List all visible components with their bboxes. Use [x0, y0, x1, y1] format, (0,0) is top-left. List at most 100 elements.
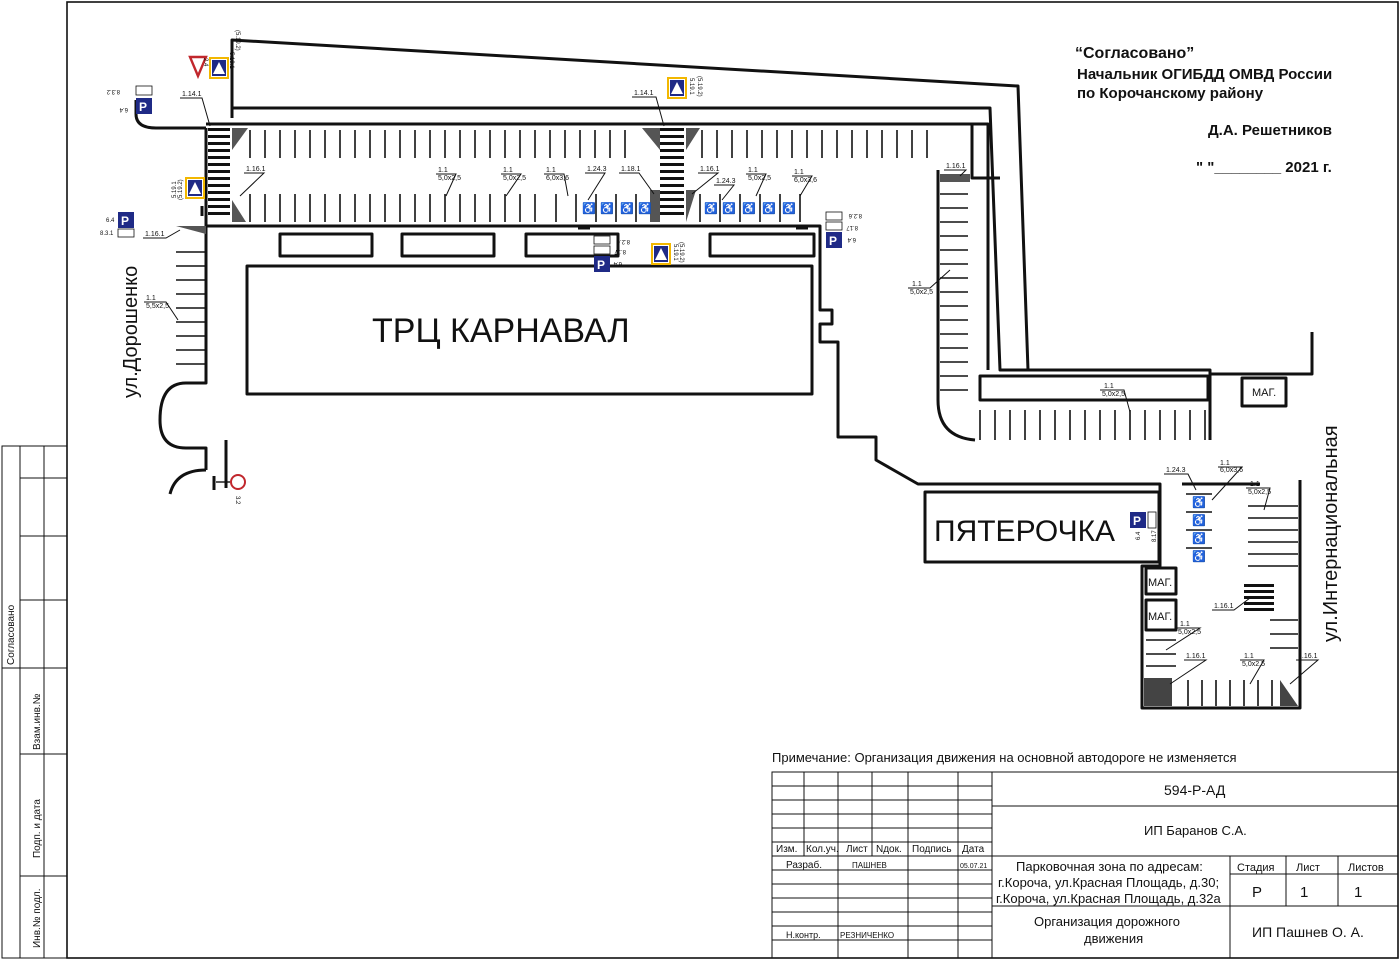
give-way-sign: 2.4: [188, 55, 208, 80]
sign-label: 5.19.1: [172, 181, 178, 198]
wheelchair-icon: ♿: [1192, 514, 1206, 527]
sign-label: 8.3.1: [100, 231, 114, 237]
parking-sign-center: P 8.2.6 8.17 6.4: [593, 235, 630, 272]
sign-label: 8.17: [614, 248, 626, 254]
marking-label: 1.16.1: [246, 166, 266, 173]
marking-label: 1.1: [1244, 653, 1254, 660]
stamp-sign-date: Подп. и дата: [32, 799, 43, 858]
shop-3: МАГ.: [1144, 598, 1178, 632]
parking-letter: P: [121, 214, 129, 228]
approval-signer: Д.А. Решетников: [1208, 122, 1332, 139]
parking-stalls-right-column: [940, 193, 968, 391]
sheet-value: 1: [1300, 884, 1308, 901]
wheelchair-icon: ♿: [704, 202, 718, 215]
marking-label: 1.16.1: [1214, 603, 1234, 610]
sign-label: 8.2.6: [848, 212, 862, 218]
parking-letter: P: [139, 100, 147, 114]
crosswalk-right: [1244, 584, 1274, 611]
sign-label: 6.4: [613, 260, 622, 266]
col-header: Дата: [962, 844, 985, 855]
marking-label: 1.1: [1180, 621, 1190, 628]
customer-name: ИП Баранов С.А.: [1144, 823, 1247, 838]
col-header: Изм.: [776, 844, 797, 855]
marking-annotations: 1.14.1 1.14.1 1.16.1 1.16.1 1.1 5,0x2,5 …: [145, 90, 1318, 668]
store-building: ПЯТЕРОЧКА: [923, 490, 1161, 564]
marking-size: 5,0x2,5: [1248, 489, 1271, 496]
marking-size: 5,0x2,5: [1178, 629, 1201, 636]
pedestrian-crossing-sign: 5.19.1 (5.19.2): [667, 76, 702, 99]
wheelchair-icon: ♿: [1192, 532, 1206, 545]
parking-letter: P: [1133, 514, 1141, 528]
marking-label: 1.14.1: [634, 90, 654, 97]
sign-label: 8.2.6: [616, 238, 630, 244]
sheet-header: Лист: [1296, 862, 1320, 874]
marking-label: 1.1: [1104, 383, 1114, 390]
shop-1-label: МАГ.: [1252, 387, 1276, 399]
sheets-header: Листов: [1348, 862, 1384, 874]
marking-label: 1.1: [748, 167, 758, 174]
sign-label: 8.17: [1152, 530, 1158, 542]
road-outlines: [134, 38, 1314, 710]
marking-label: 1.1: [438, 167, 448, 174]
doc-code: 594-Р-АД: [1164, 782, 1226, 798]
mall-label: ТРЦ КАРНАВАЛ: [372, 312, 630, 350]
doc-title-line-2: движения: [1084, 931, 1143, 946]
parking-letter: P: [597, 258, 605, 272]
no-vehicles-sign: 3.2: [216, 474, 246, 505]
control-role: Н.контр.: [786, 930, 821, 940]
wheelchair-icon: ♿: [782, 202, 796, 215]
doc-title-line-1: Организация дорожного: [1034, 914, 1180, 929]
shop-3-label: МАГ.: [1148, 611, 1172, 623]
sign-label: 5.19.1: [672, 244, 678, 261]
sign-label: (5.19.2): [234, 30, 240, 51]
marking-label: 1.16.1: [700, 166, 720, 173]
pedestrian-crossing-sign: 5.19.1 (5.19.2): [651, 242, 684, 265]
approval-title: “Согласовано”: [1075, 45, 1194, 62]
wheelchair-icon: ♿: [1192, 496, 1206, 509]
parking-sign-right: P 8.2.6 8.17 6.4: [825, 211, 862, 248]
marking-size: 5,0x2,5: [910, 289, 933, 296]
object-line-3: г.Короча, ул.Красная Площадь, д.32а: [996, 891, 1221, 906]
marking-label: 1.1: [503, 167, 513, 174]
stamp-inv-orig: Инв.№ подл.: [32, 888, 43, 948]
wheelchair-icon: ♿: [582, 202, 596, 215]
marking-size: 6,0x3,6: [546, 175, 569, 182]
stamp-agreed: Согласовано: [6, 604, 17, 665]
marking-label: 1.16.1: [1186, 653, 1206, 660]
marking-label: 1.16.1: [145, 231, 165, 238]
inner-lots: [278, 232, 1210, 402]
marking-label: 1.1: [794, 169, 804, 176]
marking-size: 5,0x2,5: [748, 175, 771, 182]
pedestrian-crossing-sign: 5.19.1 (5.19.2): [209, 30, 240, 79]
sign-label: 8.17: [846, 224, 858, 230]
marking-label: 1.24.3: [587, 166, 607, 173]
sign-label: 6.4: [106, 218, 115, 224]
sign-label: 6.4: [1136, 531, 1142, 540]
parking-sign-top-left: P 8.3.2 6.4: [106, 85, 153, 114]
marking-size: 5,0x2,5: [1102, 391, 1125, 398]
marking-label: 1.16.1: [946, 163, 966, 170]
sign-label: 5.19.1: [688, 78, 694, 95]
marking-size: 6,0x3,6: [1220, 467, 1243, 474]
marking-size: 5,0x2,5: [438, 175, 461, 182]
parking-sign-store: P 6.4 8.17: [1130, 511, 1158, 542]
note-text: Примечание: Организация движения на осно…: [772, 750, 1237, 765]
marking-label: 1.24.3: [716, 178, 736, 185]
wheelchair-icon: ♿: [722, 202, 736, 215]
marking-size: 5,0x2,5: [503, 175, 526, 182]
crosswalk-middle: [660, 128, 684, 215]
col-header: Лист: [846, 844, 868, 855]
sign-label: 5.19.1: [228, 52, 234, 69]
sheets-value: 1: [1354, 884, 1362, 901]
sign-label: 3.2: [234, 496, 240, 505]
wheelchair-icon: ♿: [762, 202, 776, 215]
store-label: ПЯТЕРОЧКА: [934, 515, 1115, 548]
object-line-1: Парковочная зона по адресам:: [1016, 859, 1203, 874]
wheelchair-icon: ♿: [638, 202, 652, 215]
marking-label: 1.1: [1220, 460, 1230, 467]
developer-date: 05.07.21: [960, 863, 987, 870]
marking-size: 5,0x2,5: [1242, 661, 1265, 668]
shop-2-label: МАГ.: [1148, 577, 1172, 589]
crosswalk-left: [208, 128, 230, 215]
